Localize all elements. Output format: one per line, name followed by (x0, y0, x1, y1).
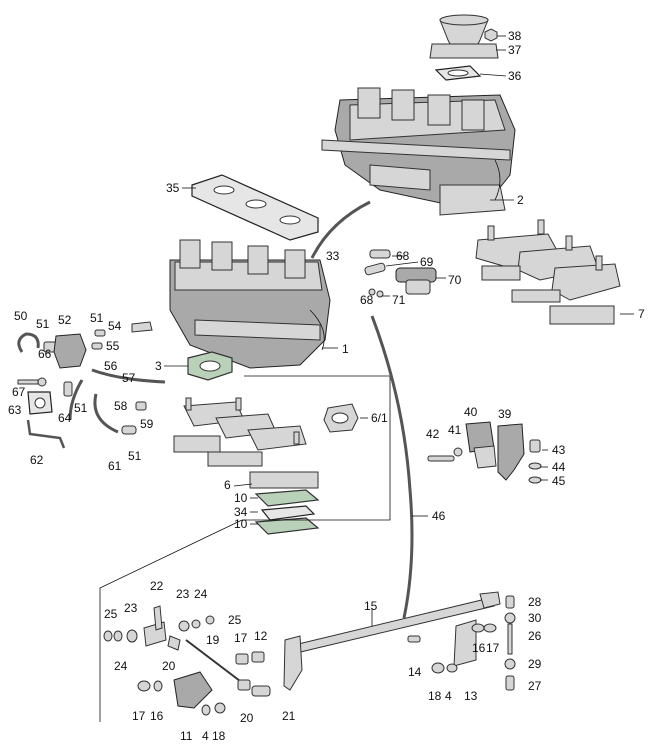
part-label: 43 (552, 443, 566, 457)
part-label: 25 (228, 613, 242, 627)
carburetor-flange-gasket (187, 351, 233, 381)
part-label: 37 (508, 43, 522, 57)
fuel-pump-group (17, 321, 166, 449)
part-label: 71 (392, 293, 406, 307)
part-label: 45 (552, 474, 566, 488)
part-label: 3 (155, 359, 162, 373)
part-label: 18 (428, 689, 442, 703)
part-label: 38 (508, 29, 522, 43)
part-label: 22 (150, 579, 164, 593)
part-label: 29 (528, 657, 542, 671)
part-label: 52 (58, 313, 72, 327)
part-label: 54 (108, 319, 122, 333)
part-label: 33 (326, 249, 340, 263)
part-label: 17 (132, 709, 146, 723)
part-label: 4 (202, 729, 209, 743)
part-label: 6/1 (371, 411, 388, 425)
part-label: 16 (150, 709, 164, 723)
air-horn-nut (484, 28, 498, 42)
air-horn (429, 14, 499, 59)
part-label: 23 (124, 601, 138, 615)
part-label: 51 (90, 311, 104, 325)
linkage-left-hardware (103, 605, 271, 716)
part-label: 24 (194, 587, 208, 601)
part-label: 59 (140, 417, 154, 431)
part-label: 4 (445, 689, 452, 703)
part-label: 30 (528, 611, 542, 625)
part-label: 40 (464, 405, 478, 419)
part-label: 11 (180, 729, 193, 743)
part-label: 13 (464, 689, 478, 703)
part-label: 24 (114, 659, 128, 673)
part-label: 23 (176, 587, 190, 601)
manifold-gasket-stack (254, 489, 320, 535)
part-label: 68 (396, 249, 410, 263)
intake-manifold-right (475, 219, 621, 325)
carburetor-upper (321, 87, 516, 216)
part-label: 18 (212, 729, 226, 743)
part-label: 39 (498, 407, 512, 421)
part-label: 34 (234, 505, 248, 519)
part-label: 66 (38, 347, 52, 361)
part-label: 51 (36, 317, 50, 331)
part-label: 57 (122, 371, 136, 385)
part-label: 25 (104, 607, 118, 621)
part-label: 21 (282, 709, 296, 723)
group-outline (99, 375, 391, 722)
fuel-hose-short (310, 200, 371, 259)
part-label: 35 (166, 181, 180, 195)
part-label: 14 (408, 665, 422, 679)
part-label: 62 (30, 453, 44, 467)
part-label: 68 (360, 293, 374, 307)
part-label: 20 (240, 711, 254, 725)
part-label: 10 (234, 491, 248, 505)
part-label: 46 (432, 509, 446, 523)
part-label: 69 (420, 255, 434, 269)
part-label: 19 (206, 633, 220, 647)
part-label: 27 (528, 679, 542, 693)
part-label: 42 (426, 427, 440, 441)
part-label: 12 (254, 629, 268, 643)
linkage-right-hardware (407, 595, 516, 691)
part-label: 70 (448, 273, 462, 287)
part-label: 63 (8, 403, 22, 417)
leader-lines (164, 35, 634, 626)
linkage-bracket-group (427, 421, 542, 484)
linkage-cross-shaft (283, 591, 501, 691)
part-label: 51 (74, 401, 88, 415)
air-horn-gasket (434, 65, 482, 81)
part-label: 16 (472, 641, 486, 655)
part-label: 61 (108, 459, 122, 473)
part-label: 41 (448, 423, 462, 437)
part-label: 1 (342, 342, 349, 356)
fuel-filter-group (364, 249, 437, 298)
manifold-gasket-plate (191, 174, 319, 241)
part-label: 26 (528, 629, 542, 643)
part-label: 20 (162, 659, 176, 673)
carburetor-lower (169, 239, 331, 369)
part-label: 7 (638, 307, 645, 321)
part-label: 50 (14, 309, 28, 323)
part-label: 2 (517, 193, 524, 207)
part-label: 17 (486, 641, 500, 655)
part-label: 44 (552, 460, 566, 474)
fuel-line-long (370, 315, 414, 619)
part-label: 58 (114, 399, 128, 413)
part-label: 67 (12, 385, 26, 399)
intake-manifold-middle (173, 397, 319, 489)
part-label: 56 (104, 359, 118, 373)
part-label: 36 (508, 69, 522, 83)
part-label: 51 (128, 449, 142, 463)
part-labels: 1 2 3 4 4 6 6/1 7 10 10 11 12 13 14 15 1… (8, 29, 645, 743)
part-label: 17 (234, 631, 248, 645)
part-label: 28 (528, 595, 542, 609)
insulating-block (323, 403, 359, 433)
part-label: 6 (224, 478, 231, 492)
part-label: 15 (364, 599, 378, 613)
part-label: 10 (234, 517, 248, 531)
part-label: 64 (58, 411, 72, 425)
part-label: 55 (106, 339, 120, 353)
